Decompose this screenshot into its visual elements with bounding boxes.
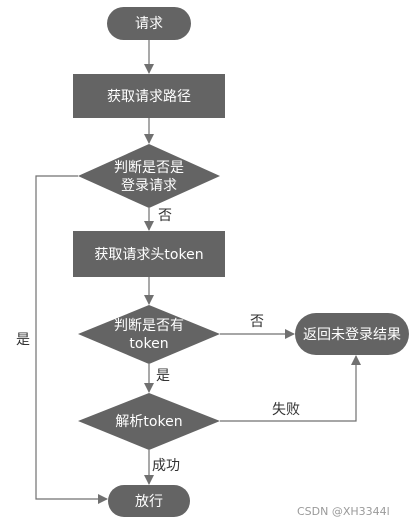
node-has-token-shape bbox=[78, 305, 220, 364]
node-is-login-label-line1: 判断是否是 bbox=[114, 160, 184, 176]
node-request-shape bbox=[107, 7, 191, 40]
edge-label-is-login: 是 bbox=[16, 332, 30, 348]
node-is-login-label-line2: 登录请求 bbox=[121, 178, 177, 194]
node-parse-token: 解析token bbox=[78, 393, 220, 450]
node-is-login: 判断是否是 登录请求 bbox=[78, 144, 220, 208]
edge-label-no-token: 否 bbox=[250, 314, 264, 330]
edge-label-parse-fail: 失败 bbox=[272, 402, 300, 418]
node-get-path-shape bbox=[73, 74, 225, 118]
node-get-token-label: 获取请求头token bbox=[94, 247, 203, 263]
edge-labels: 否 是 否 是 失败 成功 bbox=[16, 208, 300, 474]
node-parse-token-label: 解析token bbox=[115, 414, 182, 430]
node-request: 请求 bbox=[107, 7, 191, 40]
node-allow-label: 放行 bbox=[135, 494, 163, 510]
node-has-token: 判断是否有 token bbox=[78, 305, 220, 364]
node-allow-shape bbox=[108, 485, 190, 517]
watermark: CSDN @XH3344l bbox=[297, 505, 390, 518]
node-get-token: 获取请求头token bbox=[73, 231, 225, 277]
edges bbox=[35, 40, 361, 504]
edge-label-not-login: 否 bbox=[158, 208, 172, 224]
node-return-not-logged-in-label: 返回未登录结果 bbox=[303, 327, 401, 343]
node-get-path-label: 获取请求路径 bbox=[107, 89, 191, 105]
node-allow: 放行 bbox=[108, 485, 190, 517]
node-get-token-shape bbox=[73, 231, 225, 277]
node-has-token-label-line1: 判断是否有 bbox=[114, 318, 184, 334]
node-has-token-label-line2: token bbox=[129, 336, 168, 352]
edge-is-login-to-allow bbox=[35, 175, 108, 504]
node-request-label: 请求 bbox=[135, 16, 163, 32]
edge-label-parse-success: 成功 bbox=[152, 458, 180, 474]
edge-label-has-token: 是 bbox=[156, 368, 170, 384]
node-return-not-logged-in-shape bbox=[295, 313, 409, 355]
node-get-path: 获取请求路径 bbox=[73, 74, 225, 118]
edge-parse-to-return bbox=[220, 355, 361, 422]
node-return-not-logged-in: 返回未登录结果 bbox=[295, 313, 409, 355]
node-parse-token-shape bbox=[78, 393, 220, 450]
node-is-login-shape bbox=[78, 144, 220, 208]
